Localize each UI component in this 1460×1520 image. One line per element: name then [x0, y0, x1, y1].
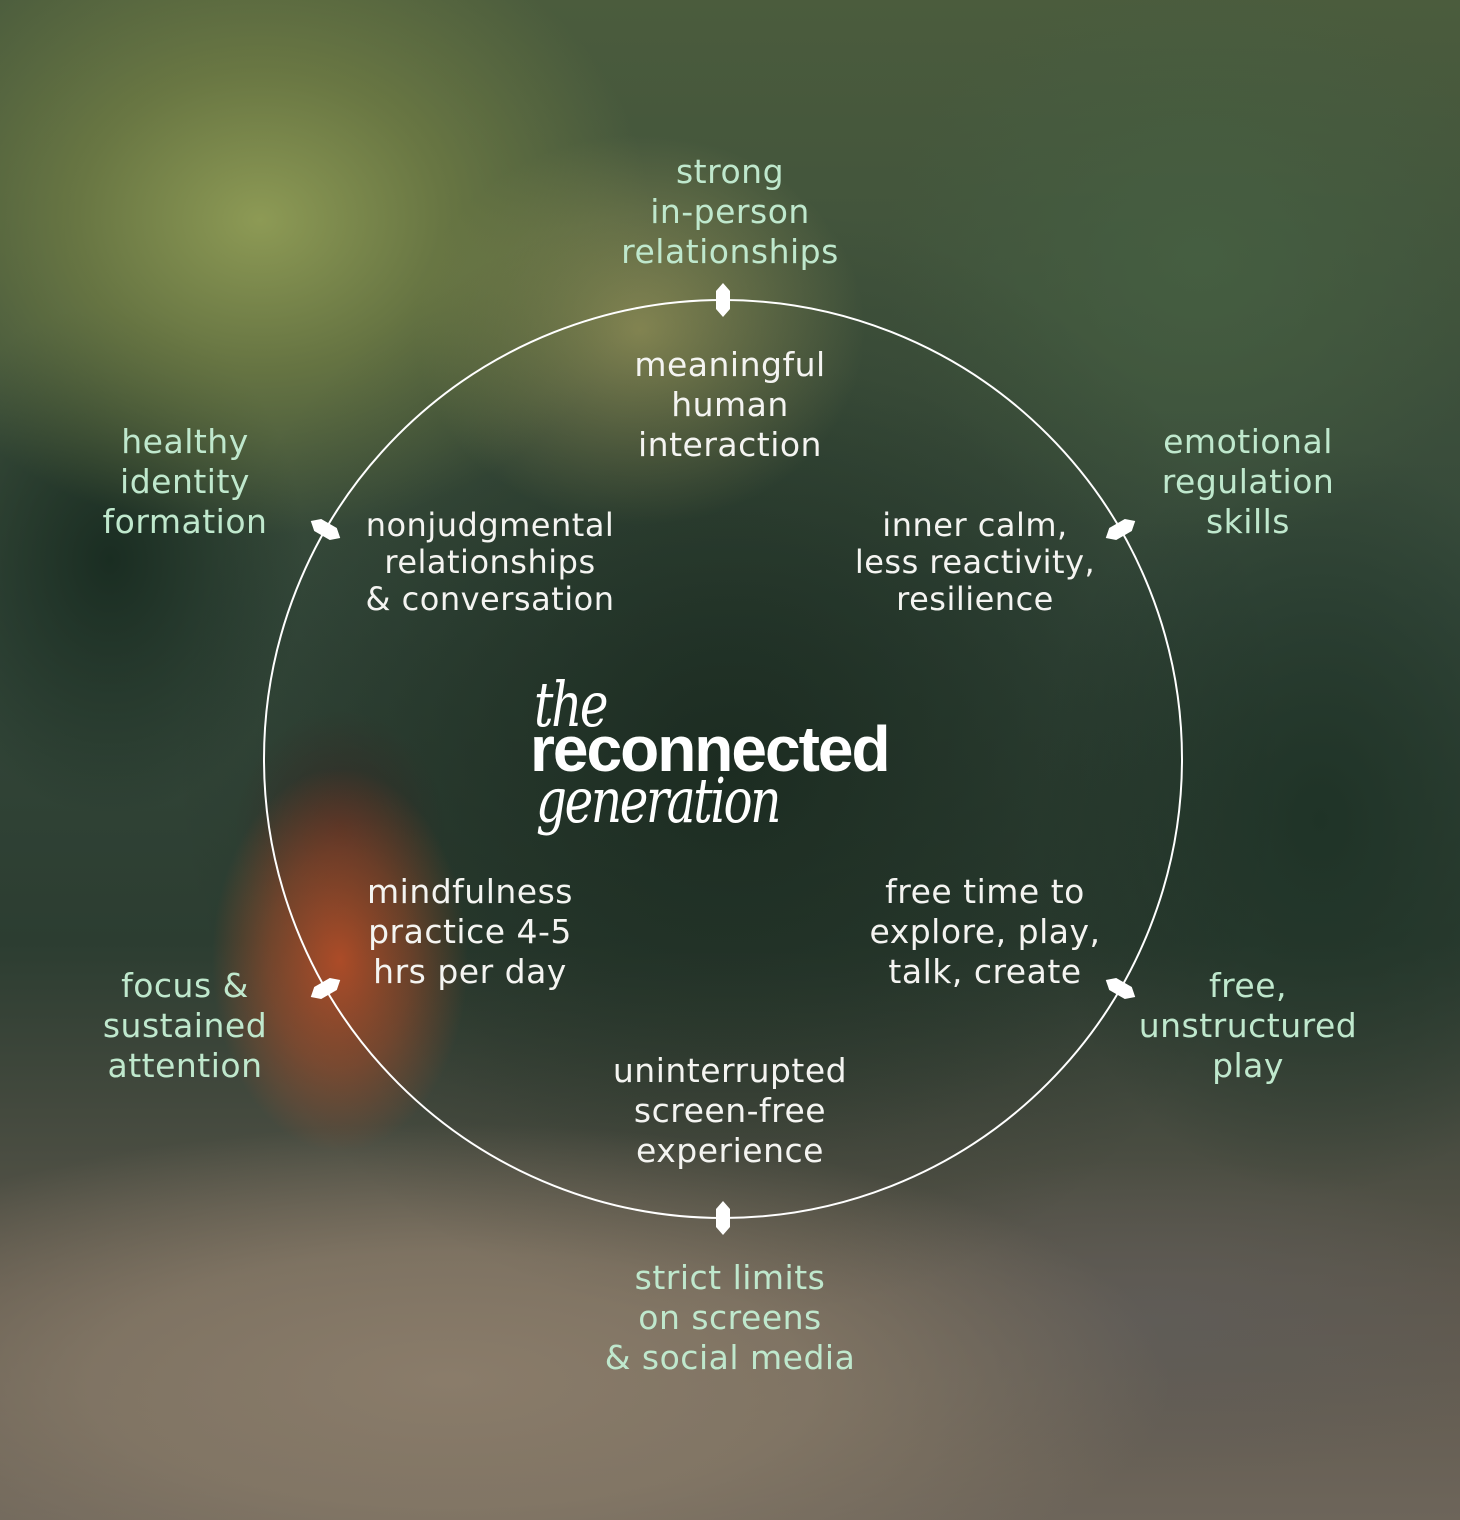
title-line-generation: generation	[536, 764, 781, 837]
ring-marker-upper-left	[310, 518, 341, 541]
ring-marker-lower-left	[310, 977, 341, 1000]
title-line-the: the	[534, 668, 609, 741]
inner-label-upper-right: inner calm,less reactivity,resilience	[854, 506, 1096, 618]
diagram-title: the reconnected generation	[530, 668, 950, 848]
ring-marker-lower-right	[1105, 977, 1136, 1000]
ring-marker-bottom	[716, 1201, 730, 1235]
ring-marker-upper-right	[1105, 518, 1136, 541]
ring-marker-top	[716, 283, 730, 317]
title-line-reconnected: reconnected	[530, 713, 891, 785]
